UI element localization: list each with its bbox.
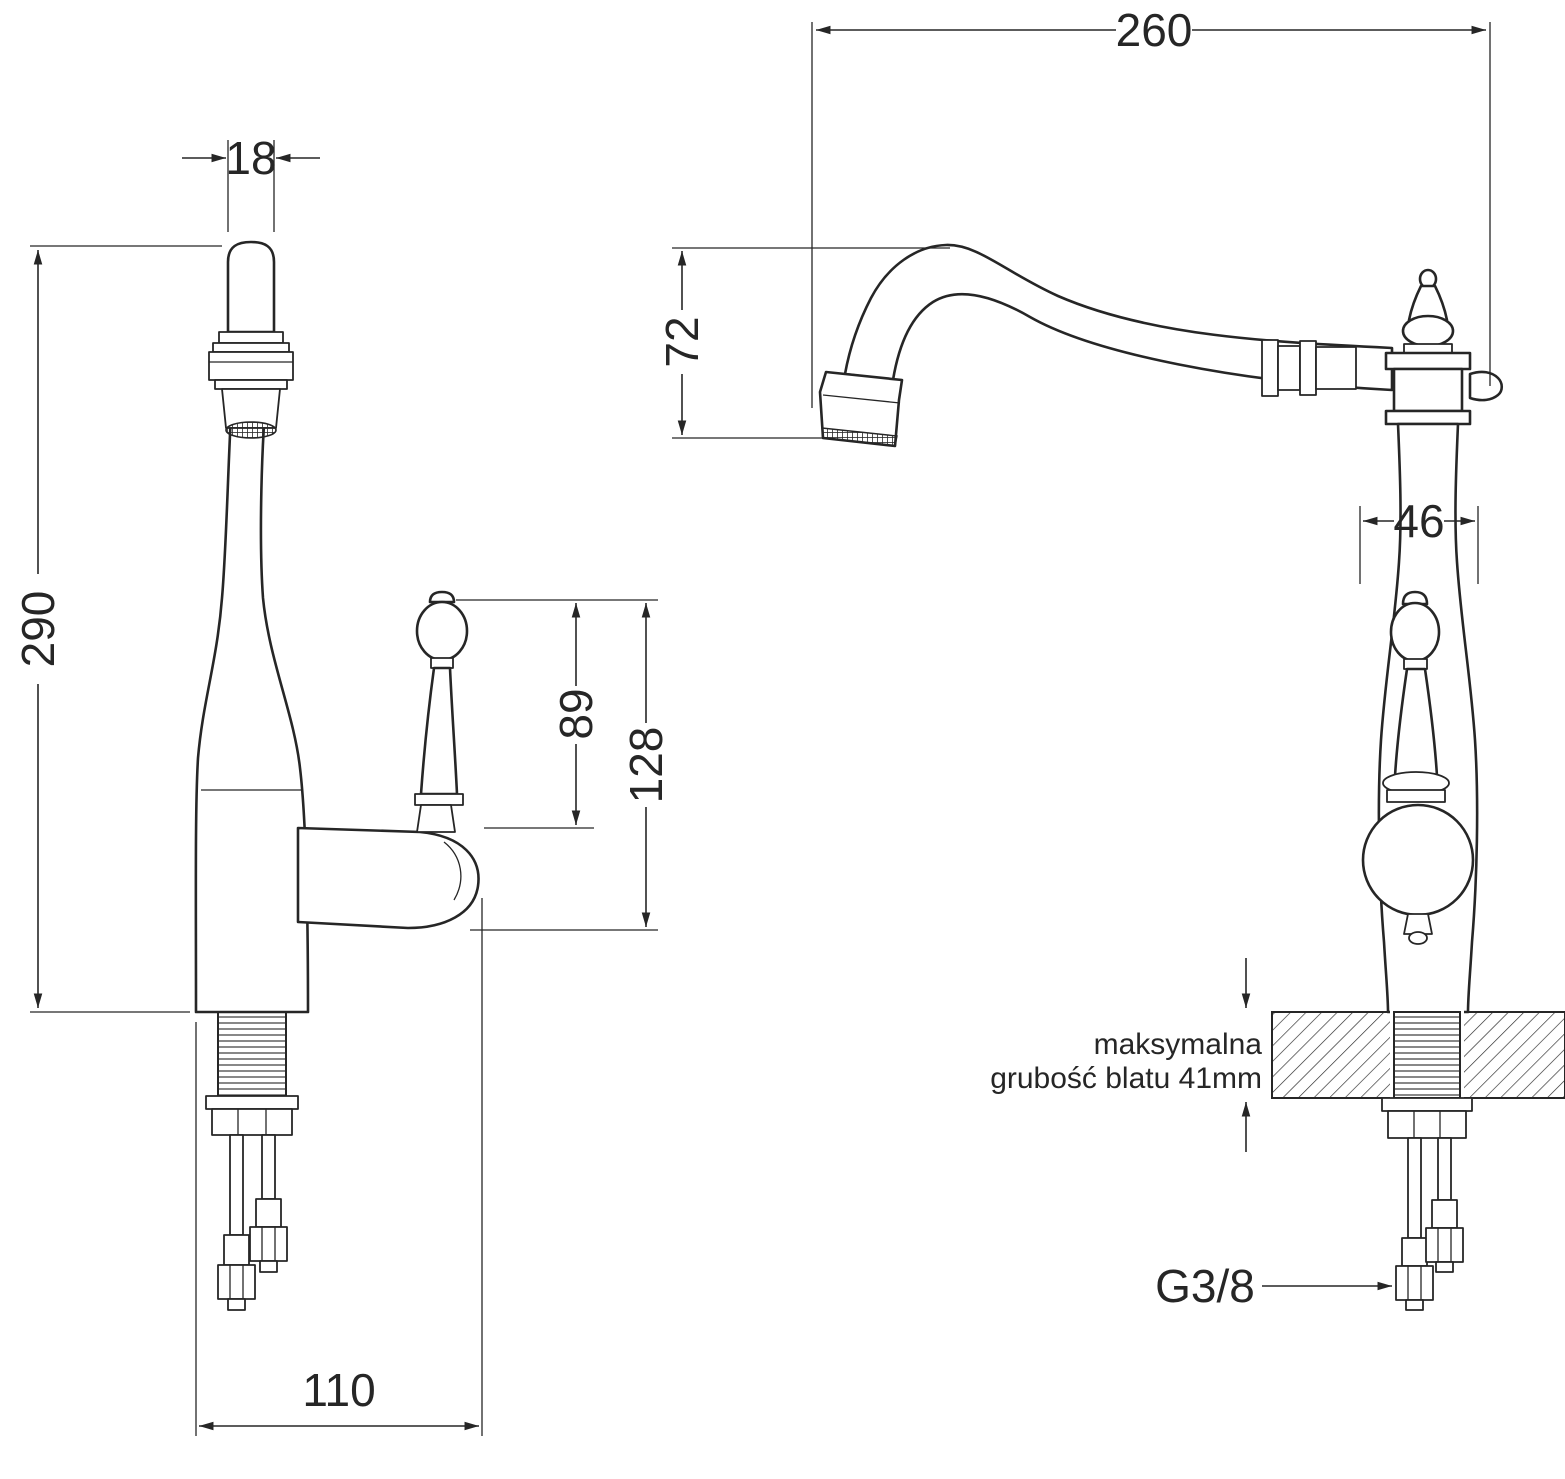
handle-ball-side <box>415 600 469 662</box>
aerator-face <box>225 421 277 439</box>
left-view-dimensions: 18 290 89 128 110 <box>12 132 672 1436</box>
left-view <box>194 240 480 1311</box>
washer-side <box>205 1095 299 1110</box>
handle-collar-side <box>430 657 454 669</box>
counter-note-line2: grubość blatu 41mm <box>990 1062 1262 1095</box>
supply-hose-front <box>1407 1137 1422 1239</box>
mounting-shank-front <box>1393 1011 1461 1099</box>
spout-collar-ring <box>1277 345 1301 391</box>
spout-collar-ring <box>1261 339 1279 397</box>
mounting-nut-side <box>211 1108 293 1136</box>
handle-stem-side <box>419 666 459 796</box>
dim-spout-reach-label: 260 <box>1116 4 1193 56</box>
dim-total-height-label: 290 <box>12 591 64 668</box>
supply-hose-front <box>1437 1137 1452 1201</box>
thread-size-label: G3/8 <box>1155 1260 1255 1312</box>
supply-hose-side <box>261 1134 276 1200</box>
head-base <box>1384 409 1472 426</box>
spout-tube-side <box>226 240 276 334</box>
mounting-nut-front <box>1387 1110 1467 1139</box>
spout-collar-ring <box>1299 340 1317 396</box>
side-knob <box>1468 370 1504 402</box>
right-view <box>818 243 1565 1311</box>
faucet-body-side <box>194 376 310 1014</box>
handle-tip-front <box>1401 590 1429 606</box>
spout-ring-side <box>212 342 290 353</box>
head-cap <box>1384 351 1472 371</box>
spout-collar-ring <box>1315 346 1357 390</box>
dim-spout-drop-label: 72 <box>656 316 708 367</box>
head-body <box>1392 367 1464 413</box>
counter-note-line1: maksymalna <box>1094 1028 1263 1061</box>
handle-ball-front <box>1389 601 1441 663</box>
dim-base-depth-label: 110 <box>302 1364 375 1416</box>
mounting-shank-side <box>217 1011 287 1097</box>
hose-nut-side <box>217 1264 256 1300</box>
spout-ring-side <box>214 379 288 390</box>
handle-socket-side <box>296 826 480 930</box>
spout-collar-side <box>208 351 294 381</box>
hose-nut-front <box>1395 1265 1434 1301</box>
spout-ring-side <box>218 331 284 344</box>
dim-body-width-label: 46 <box>1393 495 1444 547</box>
right-view-dimensions: 260 72 46 maksymalna grubość blatu 41mm … <box>656 4 1491 1312</box>
dim-handle-height-label: 89 <box>550 688 602 739</box>
spout-front <box>843 243 1394 392</box>
washer-front <box>1381 1097 1473 1112</box>
outlet-face <box>821 427 898 447</box>
hose-nut-front <box>1425 1227 1464 1263</box>
hose-nut-side <box>249 1226 288 1262</box>
supply-hose-side <box>229 1134 244 1236</box>
handle-sphere-front <box>1361 803 1475 917</box>
finial-bulge <box>1401 314 1455 348</box>
dim-handle-total-height-label: 128 <box>620 727 672 804</box>
handle-tip-side <box>428 590 456 604</box>
dim-spout-diameter-label: 18 <box>225 132 276 184</box>
